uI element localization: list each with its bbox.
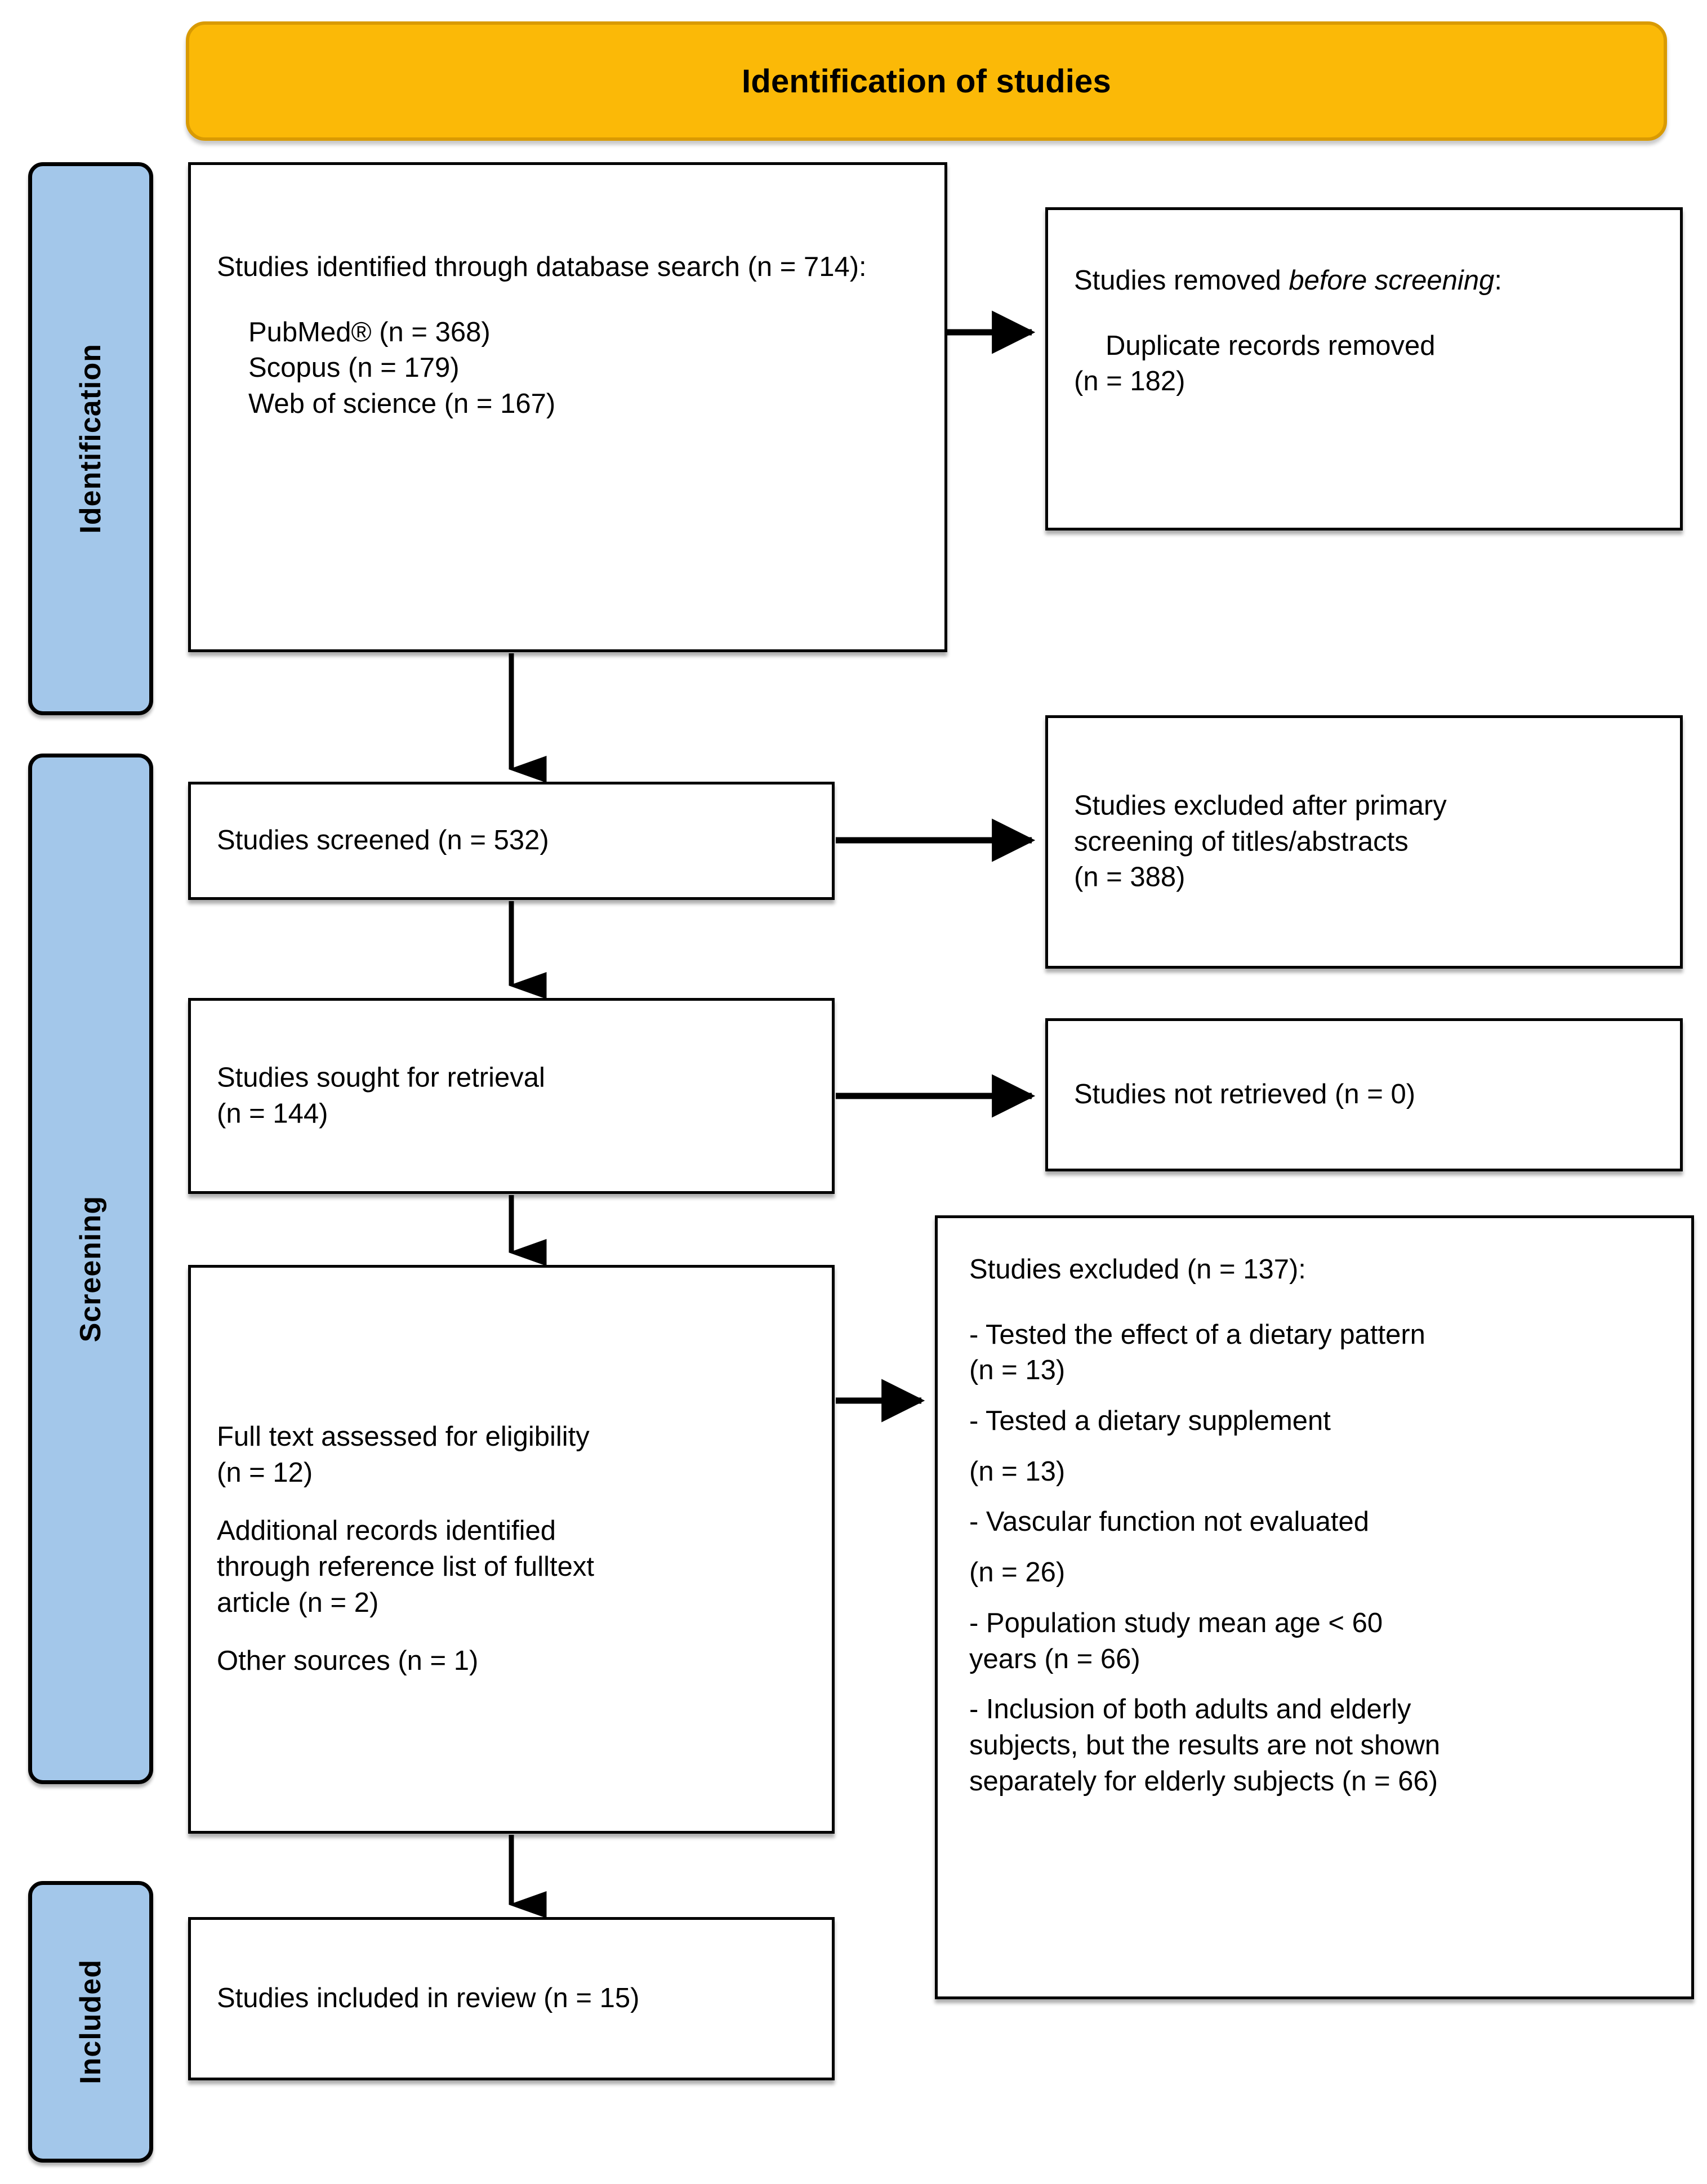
additional-records-line2: through reference list of fulltext — [217, 1552, 595, 1582]
exclusion-reason-1: - Tested the effect of a dietary pattern — [969, 1319, 1425, 1350]
banner-title: Identification of studies — [742, 63, 1111, 100]
box-studies-sought-for-retrieval: Studies sought for retrieval (n = 144) — [188, 998, 835, 1194]
exclusion-reason-3-count: (n = 26) — [969, 1557, 1066, 1588]
studies-removed-heading: Studies removed before screening: — [1074, 263, 1657, 299]
source-scopus: Scopus (n = 179) — [248, 353, 460, 384]
exclusion-reason-1-count: (n = 13) — [969, 1355, 1066, 1386]
excluded-primary-line1: Studies excluded after primary — [1074, 790, 1447, 821]
source-web-of-science: Web of science (n = 167) — [248, 389, 556, 420]
stage-pill-identification: Identification — [28, 162, 153, 715]
box-studies-screened: Studies screened (n = 532) — [188, 782, 835, 900]
excluded-full-heading: Studies excluded (n = 137): — [969, 1254, 1306, 1285]
box-studies-excluded-primary: Studies excluded after primary screening… — [1045, 715, 1683, 969]
studies-identified-heading: Studies identified through database sear… — [217, 252, 867, 282]
stage-label-screening: Screening — [74, 1195, 107, 1343]
stage-label-identification: Identification — [74, 344, 107, 534]
stage-pill-included: Included — [28, 1881, 153, 2163]
exclusion-reason-2-count: (n = 13) — [969, 1456, 1066, 1487]
exclusion-reason-5-line1: - Inclusion of both adults and elderly — [969, 1694, 1411, 1725]
duplicate-records-removed-label: Duplicate records removed — [1106, 330, 1436, 361]
sought-retrieval-count: (n = 144) — [217, 1098, 328, 1129]
exclusion-reason-3: - Vascular function not evaluated — [969, 1506, 1370, 1537]
stage-label-included: Included — [74, 1959, 107, 2084]
excluded-primary-count: (n = 388) — [1074, 862, 1185, 893]
stage-pill-screening: Screening — [28, 754, 153, 1784]
exclusion-reason-5-line2: subjects, but the results are not shown — [969, 1730, 1441, 1760]
box-full-text-assessed: Full text assessed for eligibility (n = … — [188, 1265, 835, 1834]
full-text-line1: Full text assessed for eligibility — [217, 1421, 590, 1452]
studies-screened-text: Studies screened (n = 532) — [217, 825, 549, 856]
exclusion-reason-4: - Population study mean age < 60 — [969, 1607, 1383, 1638]
studies-removed-heading-text: Studies removed — [1074, 265, 1289, 296]
box-studies-removed-before-screening: Studies removed before screening: Duplic… — [1045, 207, 1683, 531]
studies-removed-heading-emphasis: before screening — [1289, 265, 1495, 296]
additional-records-count: article (n = 2) — [217, 1587, 379, 1618]
exclusion-reason-4-count: years (n = 66) — [969, 1643, 1140, 1674]
box-studies-excluded-full-text: Studies excluded (n = 137): - Tested the… — [935, 1215, 1694, 1999]
box-studies-included-in-review: Studies included in review (n = 15) — [188, 1917, 835, 2080]
full-text-count: (n = 12) — [217, 1457, 313, 1488]
box-studies-identified: Studies identified through database sear… — [188, 162, 947, 652]
studies-included-text: Studies included in review (n = 15) — [217, 1983, 640, 2014]
other-sources-count: Other sources (n = 1) — [217, 1646, 479, 1677]
box-studies-not-retrieved: Studies not retrieved (n = 0) — [1045, 1018, 1683, 1171]
studies-removed-heading-colon: : — [1494, 265, 1502, 296]
studies-not-retrieved-text: Studies not retrieved (n = 0) — [1074, 1079, 1416, 1110]
additional-records-line1: Additional records identified — [217, 1516, 556, 1546]
duplicate-records-removed-count: (n = 182) — [1074, 366, 1185, 397]
identification-banner: Identification of studies — [186, 21, 1667, 141]
exclusion-reason-5-line3: separately for elderly subjects (n = 66) — [969, 1766, 1438, 1797]
source-pubmed: PubMed® (n = 368) — [248, 317, 491, 347]
excluded-primary-line2: screening of titles/abstracts — [1074, 826, 1409, 857]
exclusion-reason-2: - Tested a dietary supplement — [969, 1406, 1331, 1437]
sought-retrieval-line1: Studies sought for retrieval — [217, 1062, 545, 1093]
